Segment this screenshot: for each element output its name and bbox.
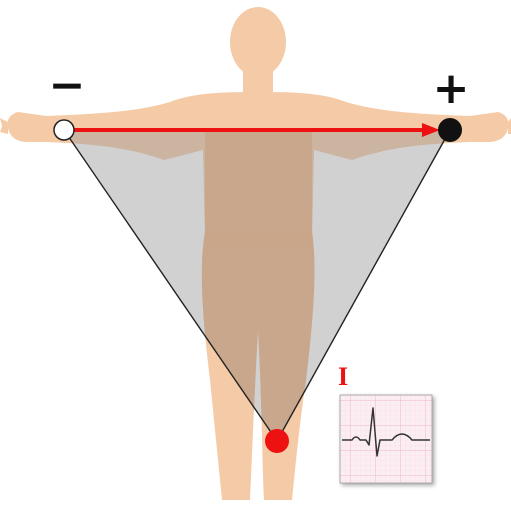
positive-electrode-icon: [438, 118, 462, 142]
head-shape: [230, 7, 286, 77]
left-hand-shape: [0, 118, 8, 134]
lead-name-label: I: [338, 362, 348, 391]
ecg-strip: [340, 395, 432, 483]
negative-electrode-icon: [54, 120, 74, 140]
positive-sign-label: +: [433, 63, 470, 114]
reference-electrode-icon: [265, 429, 289, 453]
negative-sign-label: −: [49, 60, 86, 111]
